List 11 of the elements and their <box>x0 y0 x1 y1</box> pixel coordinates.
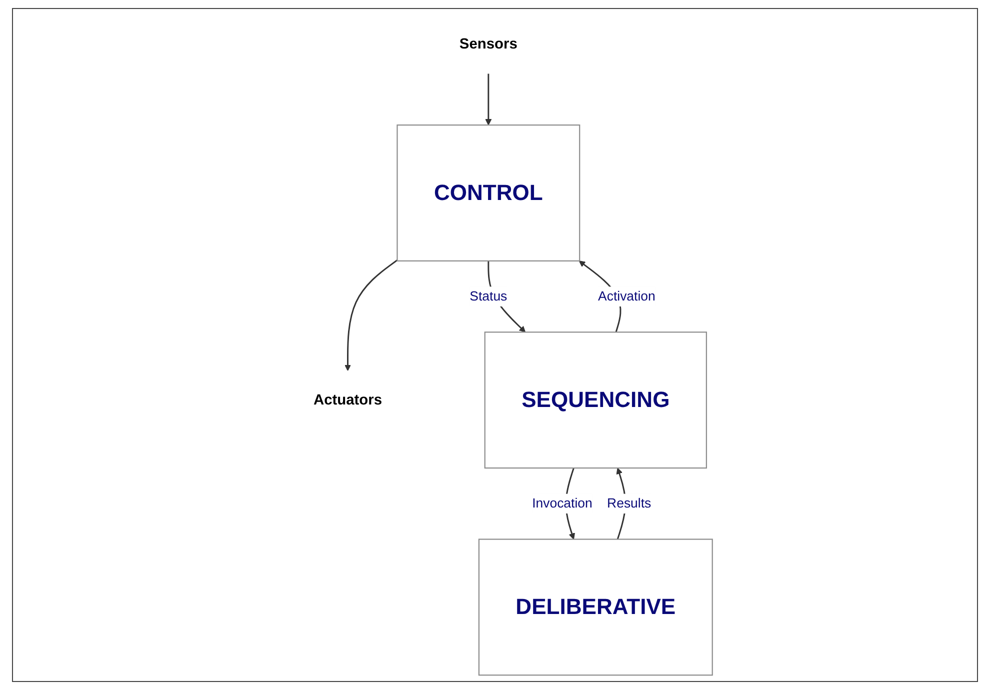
arrow <box>486 74 492 126</box>
node-box: DELIBERATIVE <box>478 538 714 676</box>
edge-label: Activation <box>598 288 656 304</box>
edge-label: Invocation <box>532 496 593 511</box>
edge-label: Status <box>470 288 508 304</box>
edge-label: Results <box>607 496 652 511</box>
node-box: SEQUENCING <box>484 332 708 469</box>
node-box: CONTROL <box>397 124 581 262</box>
node-text: Sensors <box>460 36 518 52</box>
arrow <box>344 260 398 371</box>
node-text: Actuators <box>314 392 382 408</box>
